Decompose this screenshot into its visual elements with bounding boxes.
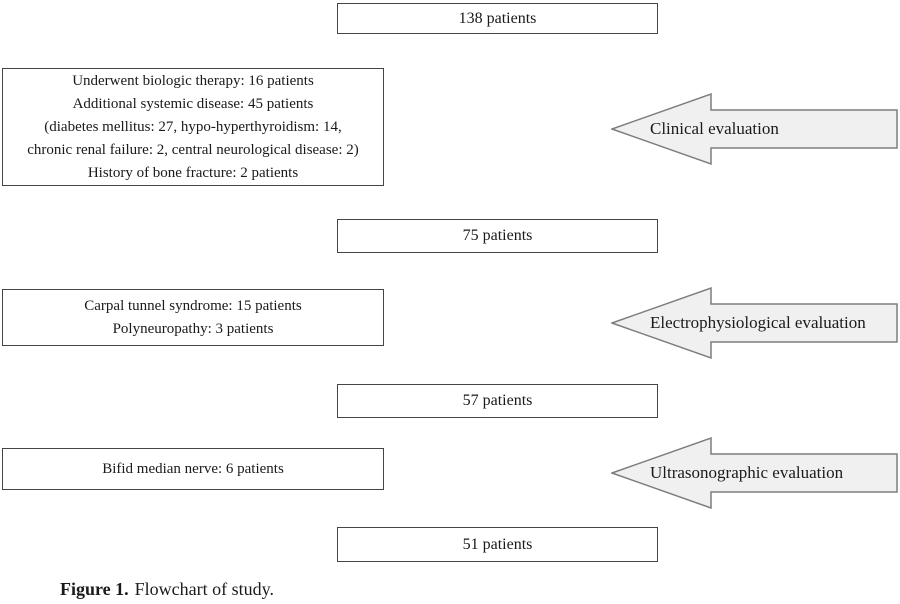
count-box-138-patients: 138 patients	[337, 3, 658, 34]
exclusion-line: chronic renal failure: 2, central neurol…	[27, 141, 359, 158]
evaluation-arrow-ultrasonographic: Ultrasonographic evaluation	[611, 435, 899, 511]
exclusion-line: Additional systemic disease: 45 patients	[72, 95, 314, 112]
evaluation-arrow-label: Clinical evaluation	[650, 119, 779, 138]
exclusion-line: History of bone fracture: 2 patients	[87, 164, 299, 181]
exclusion-line: (diabetes mellitus: 27, hypo-hyperthyroi…	[44, 118, 342, 135]
exclusion-line: Carpal tunnel syndrome: 15 patients	[84, 297, 302, 314]
count-box-label: 57 patients	[462, 392, 533, 409]
exclusion-line: Bifid median nerve: 6 patients	[102, 460, 284, 477]
exclusion-box-ultrasonographic: Bifid median nerve: 6 patients	[2, 448, 384, 490]
left-block-arrow-icon	[611, 436, 898, 510]
figure-caption-label: Figure 1.	[60, 579, 129, 599]
count-box-51-patients: 51 patients	[337, 527, 658, 562]
count-box-57-patients: 57 patients	[337, 384, 658, 418]
exclusion-line: Polyneuropathy: 3 patients	[112, 320, 274, 337]
left-block-arrow-icon	[611, 286, 898, 360]
count-box-label: 75 patients	[462, 227, 533, 244]
figure-caption-text: Flowchart of study.	[134, 579, 274, 599]
left-block-arrow-icon	[611, 92, 898, 166]
count-box-75-patients: 75 patients	[337, 219, 658, 253]
exclusion-box-electrophysiological: Carpal tunnel syndrome: 15 patients Poly…	[2, 289, 384, 346]
evaluation-arrow-label: Electrophysiological evaluation	[650, 313, 866, 332]
exclusion-box-clinical: Underwent biologic therapy: 16 patients …	[2, 68, 384, 186]
figure-caption: Figure 1.Flowchart of study.	[60, 579, 274, 600]
exclusion-line: Underwent biologic therapy: 16 patients	[72, 72, 314, 89]
evaluation-arrow-clinical: Clinical evaluation	[611, 91, 899, 167]
count-box-label: 138 patients	[458, 9, 537, 27]
count-box-label: 51 patients	[462, 535, 533, 553]
evaluation-arrow-electrophysiological: Electrophysiological evaluation	[611, 285, 899, 361]
evaluation-arrow-label: Ultrasonographic evaluation	[650, 463, 844, 482]
